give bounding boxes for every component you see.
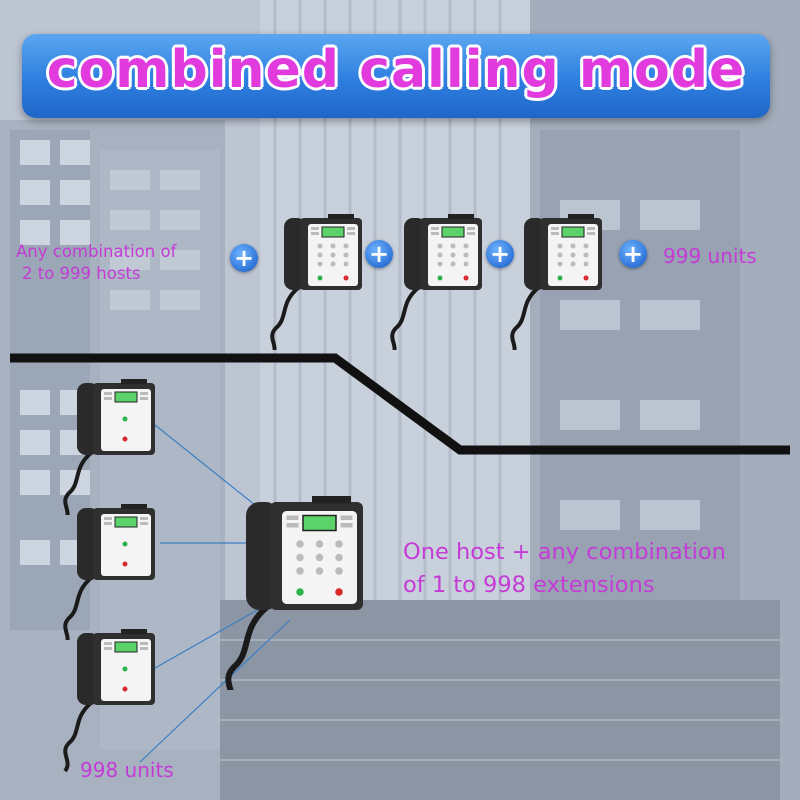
desk-phone (510, 212, 604, 350)
extension-phone (63, 502, 157, 640)
plus-icon: + (230, 244, 258, 272)
top-label-line1: Any combination of (16, 242, 177, 261)
plus-icon: + (365, 240, 393, 268)
top-label-line2: 2 to 999 hosts (22, 264, 141, 283)
bottom-label-line2: of 1 to 998 extensions (403, 572, 655, 598)
bottom-count-label: 998 units (80, 758, 174, 782)
plus-icon: + (619, 240, 647, 268)
top-label: Any combination of 2 to 999 hosts (16, 241, 176, 285)
bottom-label-line1: One host + any combination (403, 539, 726, 565)
page-title: combined calling mode (46, 40, 746, 100)
extension-phone (63, 377, 157, 515)
desk-phone (390, 212, 484, 350)
desk-phone (270, 212, 364, 350)
plus-icon: + (486, 240, 514, 268)
host-phone (220, 490, 400, 690)
extension-phone (63, 627, 157, 773)
bottom-label: One host + any combination of 1 to 998 e… (403, 536, 726, 602)
title-banner: combined calling mode (22, 34, 770, 118)
top-count-label: 999 units (663, 244, 757, 268)
